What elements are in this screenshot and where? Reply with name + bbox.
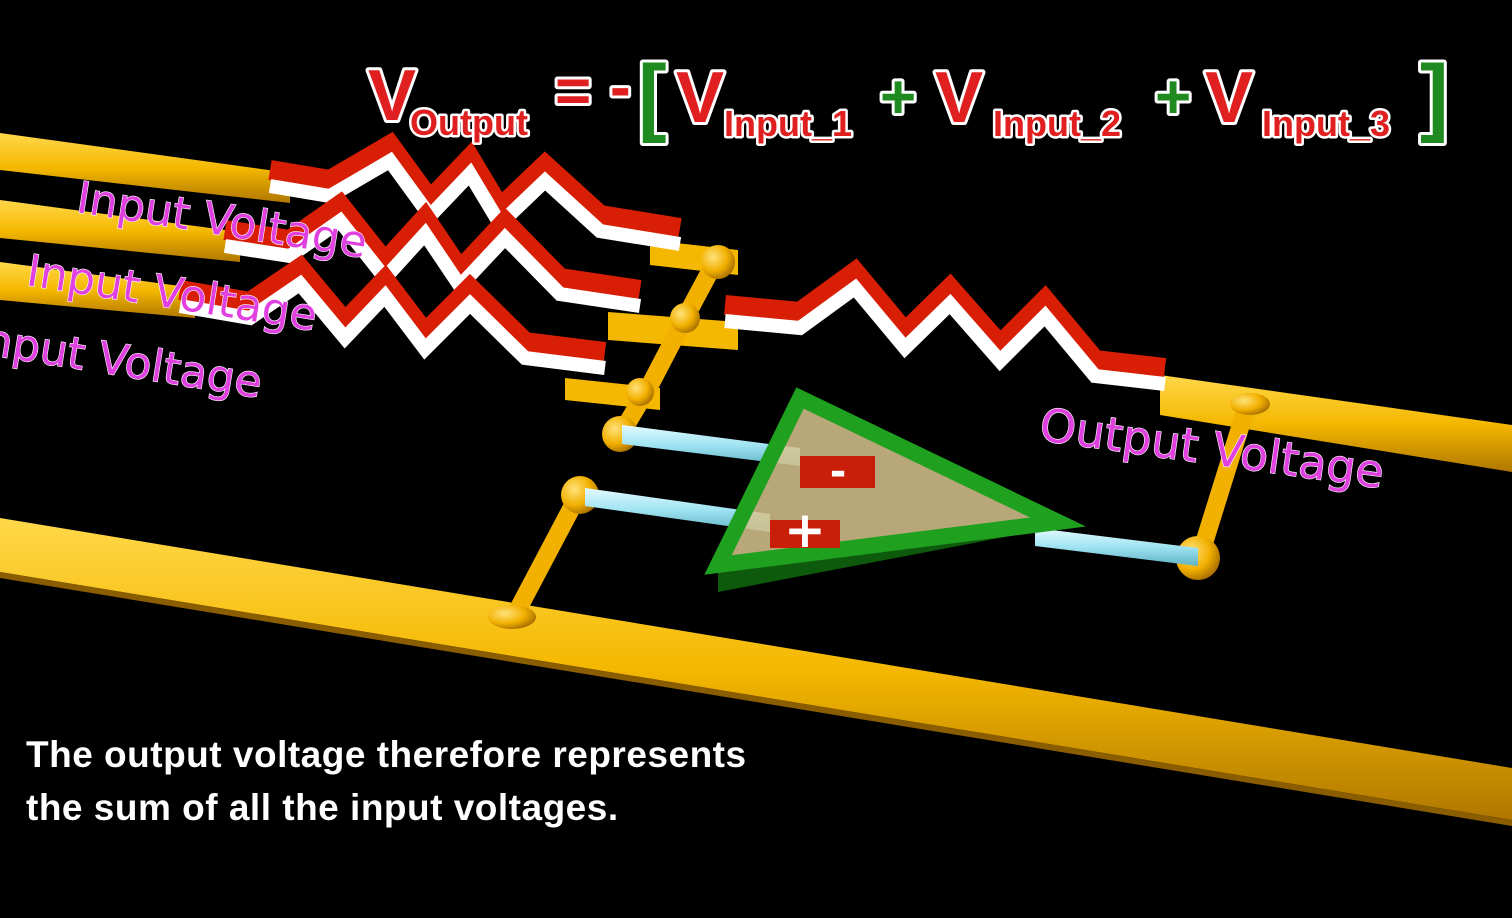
formula-plus-1: +: [880, 63, 916, 132]
formula-lhs-subscript: Output: [410, 102, 528, 143]
formula-term1-subscript: Input_1: [724, 103, 852, 144]
formula-minus: -: [610, 53, 631, 122]
formula-equals: =: [555, 57, 591, 126]
formula-bracket-close: ]: [1420, 48, 1449, 144]
caption-line-1: The output voltage therefore represents: [26, 734, 747, 775]
opamp-triangle: - +: [704, 387, 1086, 592]
caption-line-2: the sum of all the input voltages.: [26, 787, 619, 828]
opamp-minus-block: [800, 456, 875, 488]
formula-plus-2: +: [1155, 63, 1191, 132]
caption: The output voltage therefore represents …: [26, 728, 926, 834]
formula-term1-symbol: V: [676, 58, 724, 138]
formula-term2-subscript: Input_2: [993, 103, 1121, 144]
opamp-plus-block: [770, 520, 840, 548]
opamp-plus-sign: +: [784, 501, 826, 559]
input-wire-2: [0, 200, 240, 262]
input-resistor-3: [178, 254, 607, 375]
opamp-input-tubes: [585, 425, 1198, 566]
input-resistor-2: [223, 191, 642, 313]
summing-formula: V Output = - [ V Input_1 + V Input_2 + V…: [365, 45, 1452, 147]
feedback-resistor: [724, 258, 1167, 391]
input-wire-1: [0, 133, 290, 203]
formula-bracket-open: [: [638, 48, 667, 144]
formula-term3-subscript: Input_3: [1262, 103, 1390, 144]
formula-term2-symbol: V: [935, 58, 983, 138]
ground-rail: [0, 518, 1512, 826]
opamp-minus-sign: -: [830, 449, 847, 495]
input-resistor-1: [268, 131, 682, 251]
formula-lhs-symbol: V: [368, 56, 416, 136]
input-wire-3: [0, 262, 195, 318]
formula-term3-symbol: V: [1205, 58, 1253, 138]
